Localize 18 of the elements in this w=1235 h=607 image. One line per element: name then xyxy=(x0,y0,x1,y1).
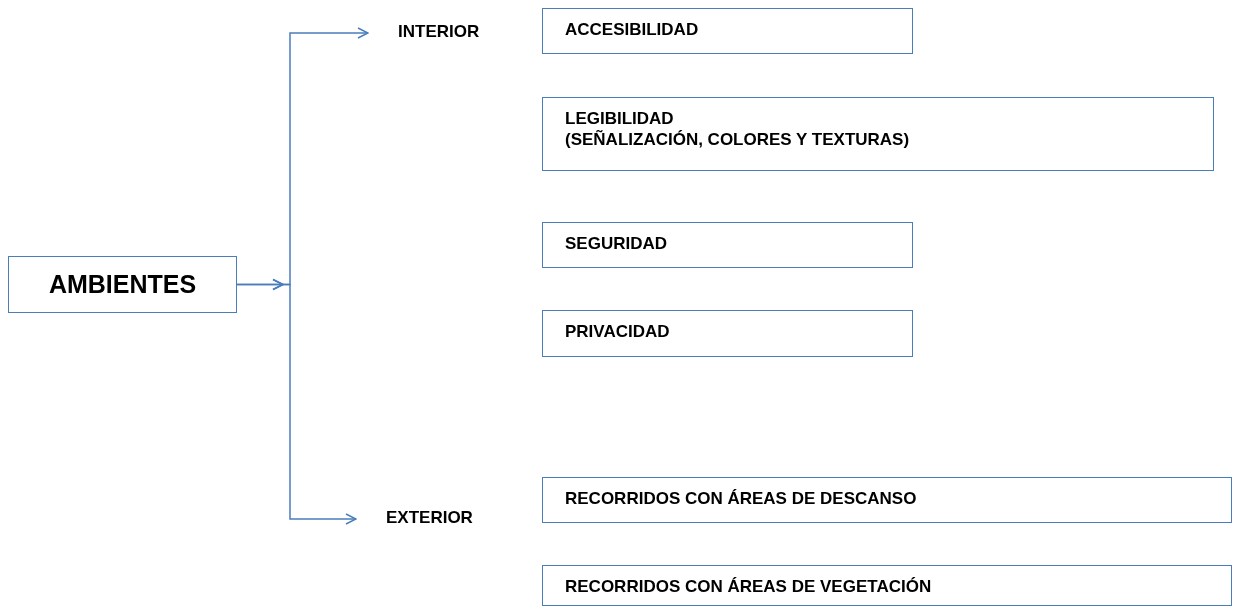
category-box xyxy=(542,97,1214,171)
box-label: (SEÑALIZACIÓN, COLORES Y TEXTURAS) xyxy=(565,129,911,150)
category-box xyxy=(542,222,913,268)
category-box xyxy=(542,310,913,357)
branch-label: EXTERIOR xyxy=(386,507,510,531)
box-label: SEGURIDAD xyxy=(565,233,668,254)
box-label: RECORRIDOS CON ÁREAS DE DESCANSO xyxy=(565,488,918,509)
box-label: RECORRIDOS CON ÁREAS DE VEGETACIÓN xyxy=(565,576,933,597)
box-label: PRIVACIDAD xyxy=(565,321,671,342)
category-box xyxy=(542,8,913,54)
box-label: ACCESIBILIDAD xyxy=(565,19,700,40)
box-label: LEGIBILIDAD xyxy=(565,108,675,129)
category-box xyxy=(8,256,237,313)
box-label: AMBIENTES xyxy=(48,274,197,295)
branch-label: INTERIOR xyxy=(398,21,518,45)
category-box xyxy=(542,477,1232,523)
category-box xyxy=(542,565,1232,606)
arrow xyxy=(236,278,357,525)
